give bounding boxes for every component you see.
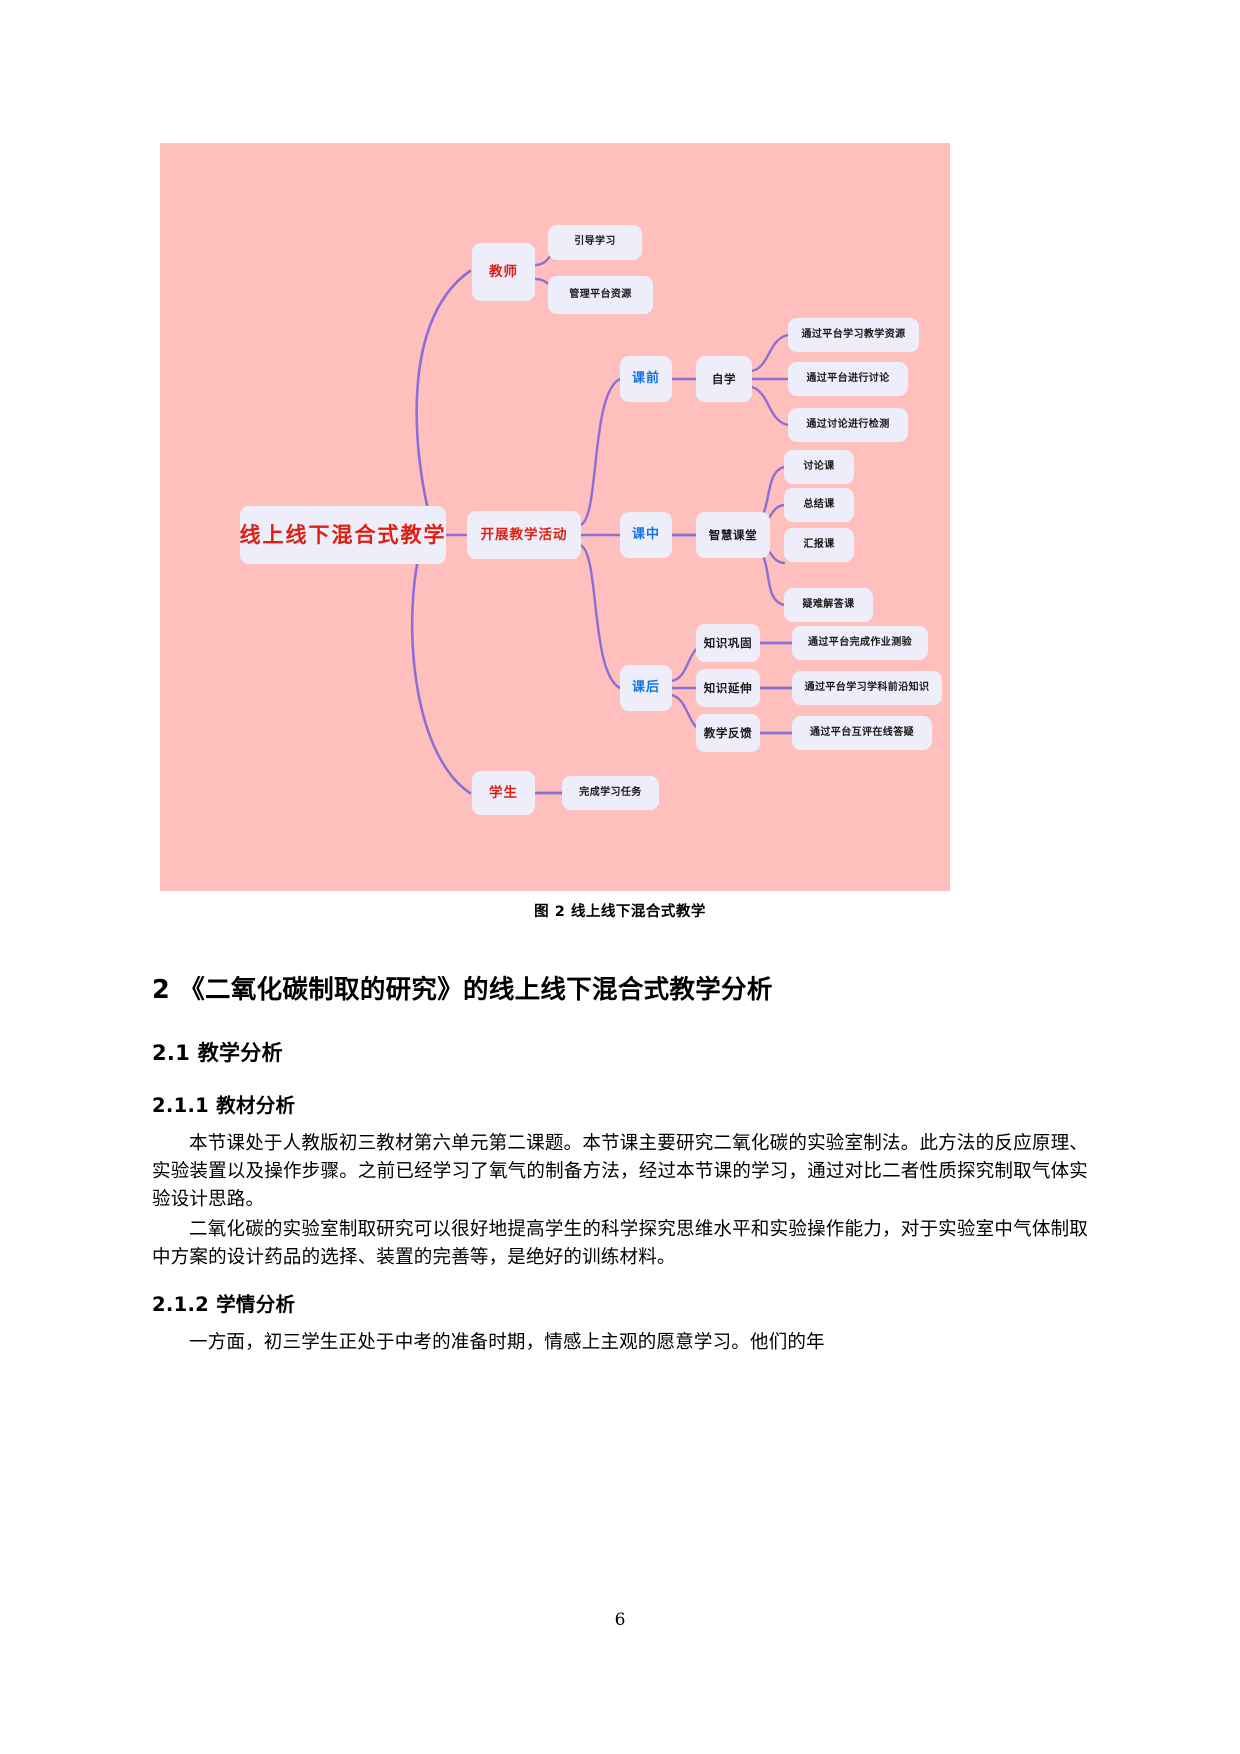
mindmap-node-post-item-1[interactable]: 通过平台完成作业测验: [792, 626, 928, 660]
figure-2-mindmap: 线上线下混合式教学 教师 引导学习 管理平台资源 开展教学活动 课前 自学 通过…: [160, 143, 950, 891]
heading-section-2-1-2: 2.1.2 学情分析: [152, 1293, 296, 1317]
mindmap-node-mid-item-4[interactable]: 疑难解答课: [784, 588, 873, 622]
mindmap-node-teaching-feedback[interactable]: 教学反馈: [696, 714, 760, 752]
mindmap-node-student-child-1[interactable]: 完成学习任务: [562, 776, 659, 810]
mindmap-node-knowledge-extension[interactable]: 知识延伸: [696, 669, 760, 707]
mindmap-node-in-class[interactable]: 课中: [620, 512, 672, 558]
mindmap-node-teacher[interactable]: 教师: [472, 243, 535, 301]
mindmap-node-post-item-2[interactable]: 通过平台学习学科前沿知识: [792, 671, 942, 705]
mindmap-node-teaching-activity[interactable]: 开展教学活动: [467, 511, 581, 559]
mindmap-node-knowledge-consolidation[interactable]: 知识巩固: [696, 624, 760, 662]
mindmap-node-pre-item-2[interactable]: 通过平台进行讨论: [788, 362, 908, 396]
mindmap-node-mid-item-2[interactable]: 总结课: [784, 488, 854, 522]
mindmap-canvas: 线上线下混合式教学 教师 引导学习 管理平台资源 开展教学活动 课前 自学 通过…: [160, 143, 950, 891]
mindmap-node-smart-classroom[interactable]: 智慧课堂: [696, 512, 770, 558]
mindmap-node-mid-item-3[interactable]: 汇报课: [784, 528, 854, 562]
mindmap-node-teacher-child-2[interactable]: 管理平台资源: [548, 276, 653, 314]
mindmap-connectors: [410, 241, 794, 795]
paragraph-2: 二氧化碳的实验室制取研究可以很好地提高学生的科学探究思维水平和实验操作能力，对于…: [152, 1219, 1088, 1269]
heading-section-2-1: 2.1 教学分析: [152, 1040, 283, 1065]
mindmap-node-post-class[interactable]: 课后: [620, 665, 672, 711]
mindmap-node-pre-item-3[interactable]: 通过讨论进行检测: [788, 408, 908, 442]
mindmap-node-mid-item-1[interactable]: 讨论课: [784, 450, 854, 484]
mindmap-node-pre-item-1[interactable]: 通过平台学习教学资源: [788, 318, 919, 352]
figure-caption: 图 2 线上线下混合式教学: [534, 904, 706, 920]
page-number: 6: [614, 1610, 626, 1630]
mindmap-node-post-item-3[interactable]: 通过平台互评在线答疑: [792, 716, 932, 750]
document-body: 2 《二氧化碳制取的研究》的线上线下混合式教学分析 2.1 教学分析 2.1.1…: [152, 975, 1088, 1360]
paragraph-3: 一方面，初三学生正处于中考的准备时期，情感上主观的愿意学习。他们的年: [189, 1332, 825, 1354]
paragraph-1: 本节课处于人教版初三教材第六单元第二课题。本节课主要研究二氧化碳的实验室制法。此…: [152, 1132, 1088, 1211]
mindmap-node-pre-class[interactable]: 课前: [620, 356, 672, 402]
mindmap-node-teacher-child-1[interactable]: 引导学习: [548, 225, 642, 260]
heading-section-2: 2 《二氧化碳制取的研究》的线上线下混合式教学分析: [152, 975, 773, 1005]
mindmap-node-student[interactable]: 学生: [472, 771, 535, 815]
mindmap-node-self-study[interactable]: 自学: [696, 356, 752, 402]
heading-section-2-1-1: 2.1.1 教材分析: [152, 1093, 296, 1117]
mindmap-node-root[interactable]: 线上线下混合式教学: [240, 506, 446, 564]
